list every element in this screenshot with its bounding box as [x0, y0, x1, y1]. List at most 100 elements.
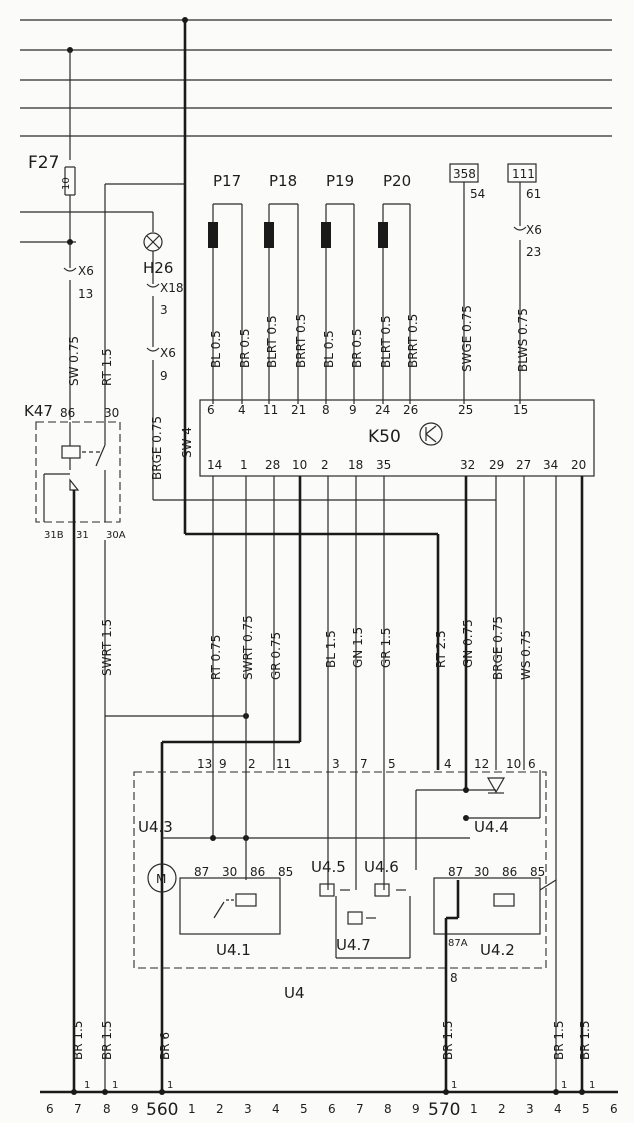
bar-right-1: 1 [470, 1102, 478, 1116]
wire-p20b: BRRT 0.5 [406, 314, 420, 368]
bar-right-6: 6 [610, 1102, 618, 1116]
bar-left-7: 7 [74, 1102, 82, 1116]
u4-pin-11: 11 [276, 757, 291, 771]
top-bus-lines [20, 17, 612, 137]
u42-pin-30: 30 [474, 865, 489, 879]
k50-bot-pin-29: 29 [489, 458, 504, 472]
k50-top-pin-6: 6 [207, 403, 215, 417]
u4-pin-5: 5 [388, 757, 396, 771]
u42-label: U4.2 [480, 941, 515, 959]
wire-gr15: GR 1.5 [379, 627, 393, 668]
wire-gn075: GN 0.75 [461, 619, 475, 668]
k50-bot-pin-18: 18 [348, 458, 363, 472]
u4-pin-8: 8 [450, 971, 458, 985]
u42-pin-87a: 87A [448, 938, 468, 949]
fuse-f27: F27 10 [28, 153, 76, 245]
mid-wire-labels: RT 0.75 SWRT 0.75 GR 0.75 BL 1.5 GN 1.5 … [209, 615, 533, 680]
wire-br15c: BR 1.5 [441, 1021, 455, 1060]
ref-358-pin: 54 [470, 187, 485, 201]
bar-left-8: 8 [103, 1102, 111, 1116]
wire-br15e: BR 1.5 [578, 1021, 592, 1060]
gnd-pin-f: 1 [589, 1080, 595, 1091]
fuse-f27-pin: 10 [61, 177, 72, 190]
u4-pin-12: 12 [474, 757, 489, 771]
gnd-pin-a: 1 [84, 1080, 90, 1091]
u4-pin-7: 7 [360, 757, 368, 771]
wire-sw075: SW 0.75 [67, 336, 81, 386]
k47-pin-30: 30 [104, 406, 119, 420]
wire-gn15: GN 1.5 [351, 627, 365, 668]
k50-bot-pin-34: 34 [543, 458, 558, 472]
connector-x6-9: X6 9 [146, 346, 496, 501]
wire-sw4: SW 4 [180, 427, 194, 458]
bar-right-5: 5 [582, 1102, 590, 1116]
u42-pin-86: 86 [502, 865, 517, 879]
bar-mid-4: 4 [272, 1102, 280, 1116]
motor-icon [147, 863, 177, 893]
wire-br15d: BR 1.5 [552, 1021, 566, 1060]
x6-23-name: X6 [526, 223, 542, 237]
wire-br15b: BR 1.5 [100, 1021, 114, 1060]
wire-ws075: WS 0.75 [519, 630, 533, 680]
gnd-pin-e: 1 [561, 1080, 567, 1091]
k50-top-pin-9: 9 [349, 403, 357, 417]
bar-left-6: 6 [46, 1102, 54, 1116]
k50-bot-pin-27: 27 [516, 458, 531, 472]
reference-boxes: 358 54 SWGE 0.75 111 61 X6 23 BLWS 0.75 [449, 163, 542, 404]
lower-wire-labels: BR 6 BR 1.5 BR 1.5 BR 1.5 [158, 1021, 592, 1060]
bar-mid-1: 1 [188, 1102, 196, 1116]
bar-mid-7: 7 [356, 1102, 364, 1116]
motor-label: M [156, 872, 166, 886]
wire-brge075b: BRGE 0.75 [491, 616, 505, 680]
bar-570: 570 [428, 1100, 460, 1120]
k47-pin-31: 31 [76, 530, 89, 541]
x6-9-name: X6 [160, 346, 176, 360]
bar-mid-6: 6 [328, 1102, 336, 1116]
k50-top-pin-11: 11 [263, 403, 278, 417]
wire-swrt075: SWRT 0.75 [241, 615, 255, 680]
module-u4: 13 9 2 11 3 7 5 4 12 10 6 U4.3 U4.4 U4.5… [133, 757, 557, 1090]
u4-label: U4 [284, 984, 305, 1002]
u4-pin-13: 13 [197, 757, 212, 771]
left-feed-wires [20, 20, 187, 420]
k50-bot-pin-28: 28 [265, 458, 280, 472]
wire-p19a: BL 0.5 [322, 330, 336, 368]
parking-sensors: P17 P18 P19 P20 [208, 172, 411, 404]
u42-pin-85: 85 [530, 865, 545, 879]
k47-pin-86: 86 [60, 406, 75, 420]
u41-pin-85: 85 [278, 865, 293, 879]
ref-111-pin: 61 [526, 187, 541, 201]
ref-111: 111 [512, 167, 535, 181]
wire-p17a: BL 0.5 [209, 330, 223, 368]
lamp-h26: H26 X18 3 [143, 232, 184, 347]
k50-bot-pin-1: 1 [240, 458, 248, 472]
lamp-h26-pin-a: X18 [160, 281, 184, 295]
u42-pin-87: 87 [448, 865, 463, 879]
k50-bot-pin-20: 20 [571, 458, 586, 472]
relay-k47: K47 86 30 31B 31 30A [24, 402, 126, 541]
k50-top-pin-21: 21 [291, 403, 306, 417]
k50-bot-pin-10: 10 [292, 458, 307, 472]
k50-top-pin-25: 25 [458, 403, 473, 417]
wire-gr075: GR 0.75 [269, 632, 283, 680]
gnd-pin-d: 1 [451, 1080, 457, 1091]
bar-right-2: 2 [498, 1102, 506, 1116]
wire-bl15: BL 1.5 [324, 630, 338, 668]
sensor-p19: P19 [326, 172, 354, 190]
u41-pin-30: 30 [222, 865, 237, 879]
u4-pin-9: 9 [219, 757, 227, 771]
wire-p18a: BLRT 0.5 [265, 315, 279, 368]
sensor-p17: P17 [213, 172, 241, 190]
bar-mid-3: 3 [244, 1102, 252, 1116]
u41-pin-86: 86 [250, 865, 265, 879]
k47-pin-31b: 31B [44, 530, 64, 541]
k50-bot-pin-35: 35 [376, 458, 391, 472]
u4-pin-6: 6 [528, 757, 536, 771]
control-unit-k50: K50 6 4 11 21 8 9 24 26 25 15 14 1 28 10… [199, 399, 595, 477]
sensor-wire-labels: BL 0.5 BR 0.5 BLRT 0.5 BRRT 0.5 BL 0.5 B… [209, 314, 420, 368]
wire-p19b: BR 0.5 [350, 329, 364, 368]
gnd-pin-b: 1 [112, 1080, 118, 1091]
wire-swrt15: SWRT 1.5 [100, 619, 114, 676]
u4-pin-4: 4 [444, 757, 452, 771]
